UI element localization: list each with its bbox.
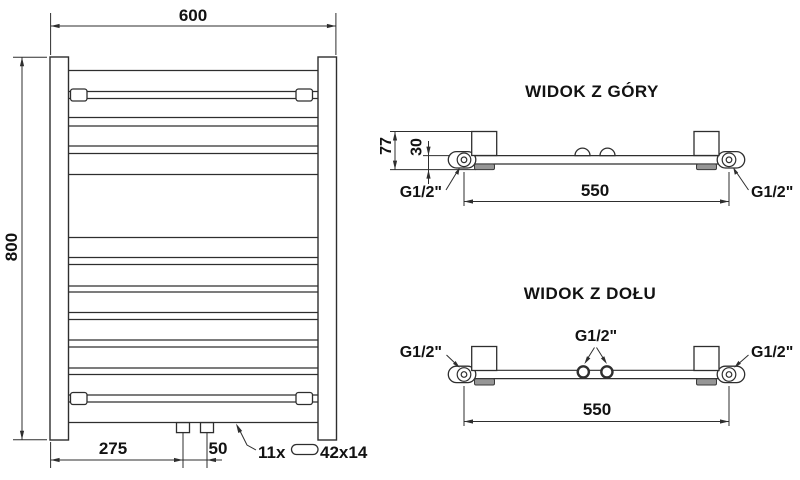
bottom-center-connection-callout: G1/2" [575, 328, 617, 364]
bottom-view: WIDOK Z DOŁU G1/2" G1/2" [400, 284, 793, 426]
top-view-panel-edge [470, 155, 723, 165]
front-height-dimension: 800 [2, 56, 47, 441]
bottom-view-right-bracket [693, 345, 720, 372]
top-rod-left-block [69, 88, 88, 102]
front-view: 600 800 275 [2, 6, 368, 468]
top-left-connection-callout: G1/2" [400, 167, 460, 201]
bottom-rod-left-block [69, 391, 88, 406]
front-left-offset-value: 275 [99, 439, 127, 458]
bottom-view-right-collector-end [716, 365, 746, 384]
bottom-view-left-bracket [471, 345, 498, 372]
bottom-view-right-connection [721, 367, 737, 382]
bottom-view-panel-edge [470, 369, 723, 380]
tube-profile-icon [290, 443, 319, 456]
tube-profile-label: 42x14 [320, 443, 368, 462]
bottom-rod-right-block [295, 391, 314, 406]
tube-profile-callout: 11x 42x14 [236, 423, 368, 462]
bottom-view-title: WIDOK Z DOŁU [524, 284, 657, 303]
bottom-connection-spacing-dimension: 550 [463, 386, 730, 426]
top-right-connection-callout: G1/2" [733, 167, 793, 201]
bottom-center-connection-label: G1/2" [575, 328, 617, 345]
bottom-view-left-bracket-foot [474, 378, 495, 386]
top-view-left-connection [456, 152, 472, 168]
bottom-connection-spacing-value: 550 [583, 400, 611, 419]
left-collector [49, 56, 70, 441]
top-view-right-bracket [693, 130, 720, 157]
front-bottom-dimensions: 275 50 [50, 439, 228, 468]
front-center-spacing-value: 50 [209, 439, 228, 458]
top-view-left-bracket [471, 130, 498, 157]
top-view-center-boss-left [574, 147, 591, 157]
top-view-right-bracket-foot [696, 163, 717, 171]
top-view-title: WIDOK Z GÓRY [525, 82, 659, 101]
bottom-view-right-bracket-foot [696, 378, 717, 386]
top-connection-spacing-value: 550 [581, 181, 609, 200]
top-left-connection-label: G1/2" [400, 184, 442, 201]
bottom-left-connection-label: G1/2" [400, 344, 442, 361]
bottom-view-center-port-left [576, 365, 591, 379]
top-rod-right-block [295, 88, 314, 102]
top-right-connection-label: G1/2" [751, 184, 793, 201]
top-depth-dimension: 77 [378, 131, 398, 170]
front-width-dimension: 600 [50, 6, 337, 55]
top-wall-offset-value: 30 [409, 138, 426, 156]
bottom-right-connection-label: G1/2" [751, 344, 793, 361]
front-width-value: 600 [179, 6, 207, 25]
top-view: WIDOK Z GÓRY 77 [378, 82, 793, 206]
top-view-center-boss-right [599, 147, 616, 157]
top-connection-spacing-dimension: 550 [463, 172, 730, 206]
right-collector [317, 56, 338, 441]
tube-lines [68, 69, 318, 424]
bottom-view-left-connection [456, 367, 472, 382]
tube-count-label: 11x [258, 443, 286, 462]
front-height-value: 800 [2, 233, 21, 261]
top-view-left-bracket-foot [474, 163, 495, 171]
top-depth-value: 77 [378, 137, 395, 155]
top-view-right-collector-end [716, 150, 746, 169]
bottom-connection-stubs [175, 421, 215, 468]
bottom-right-connection-callout: G1/2" [734, 344, 793, 368]
top-wall-offset-dimension: 30 [409, 138, 431, 184]
bottom-view-center-port-right [600, 365, 614, 379]
bottom-left-connection-callout: G1/2" [400, 344, 460, 368]
top-view-right-connection [721, 152, 737, 168]
